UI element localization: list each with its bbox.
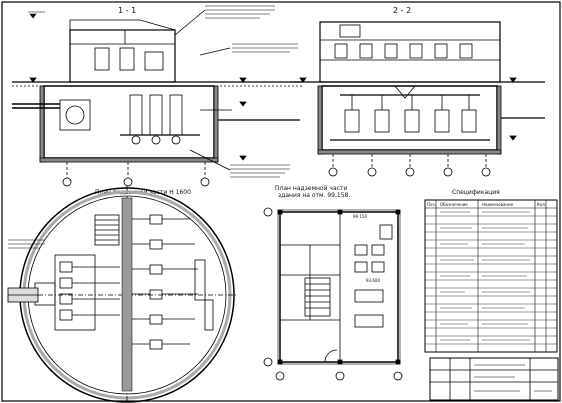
round-underground-plan: План подземной части Н 1600 xyxy=(7,186,236,403)
building-plan-title-1: План надземной части xyxy=(275,185,347,192)
spec-col-name: Обозначение xyxy=(440,202,468,207)
level-marker xyxy=(28,11,45,19)
building-plan-title-2: здания на отм. 99,158. xyxy=(278,192,350,199)
section-1-1-title: 1 - 1 xyxy=(118,6,136,15)
spec-col-desc: Наименование xyxy=(482,202,514,207)
elevation-99150: 99.150 xyxy=(353,214,367,219)
spec-title: Спецификация xyxy=(452,189,500,196)
building-plan: План надземной части здания на отм. 99,1… xyxy=(263,185,403,381)
section-2-2: 2 - 2 xyxy=(290,6,545,177)
section-2-2-title: 2 - 2 xyxy=(393,6,411,15)
spec-col-pos: Поз. xyxy=(427,202,436,207)
specification-table: Спецификация Поз. Обозначение Наименован… xyxy=(424,189,558,353)
spec-col-qty: Кол. xyxy=(537,202,546,207)
elevation-93600: 93.600 xyxy=(366,278,380,283)
title-block xyxy=(429,357,559,401)
section-1-1: 1 - 1 xyxy=(12,5,302,187)
